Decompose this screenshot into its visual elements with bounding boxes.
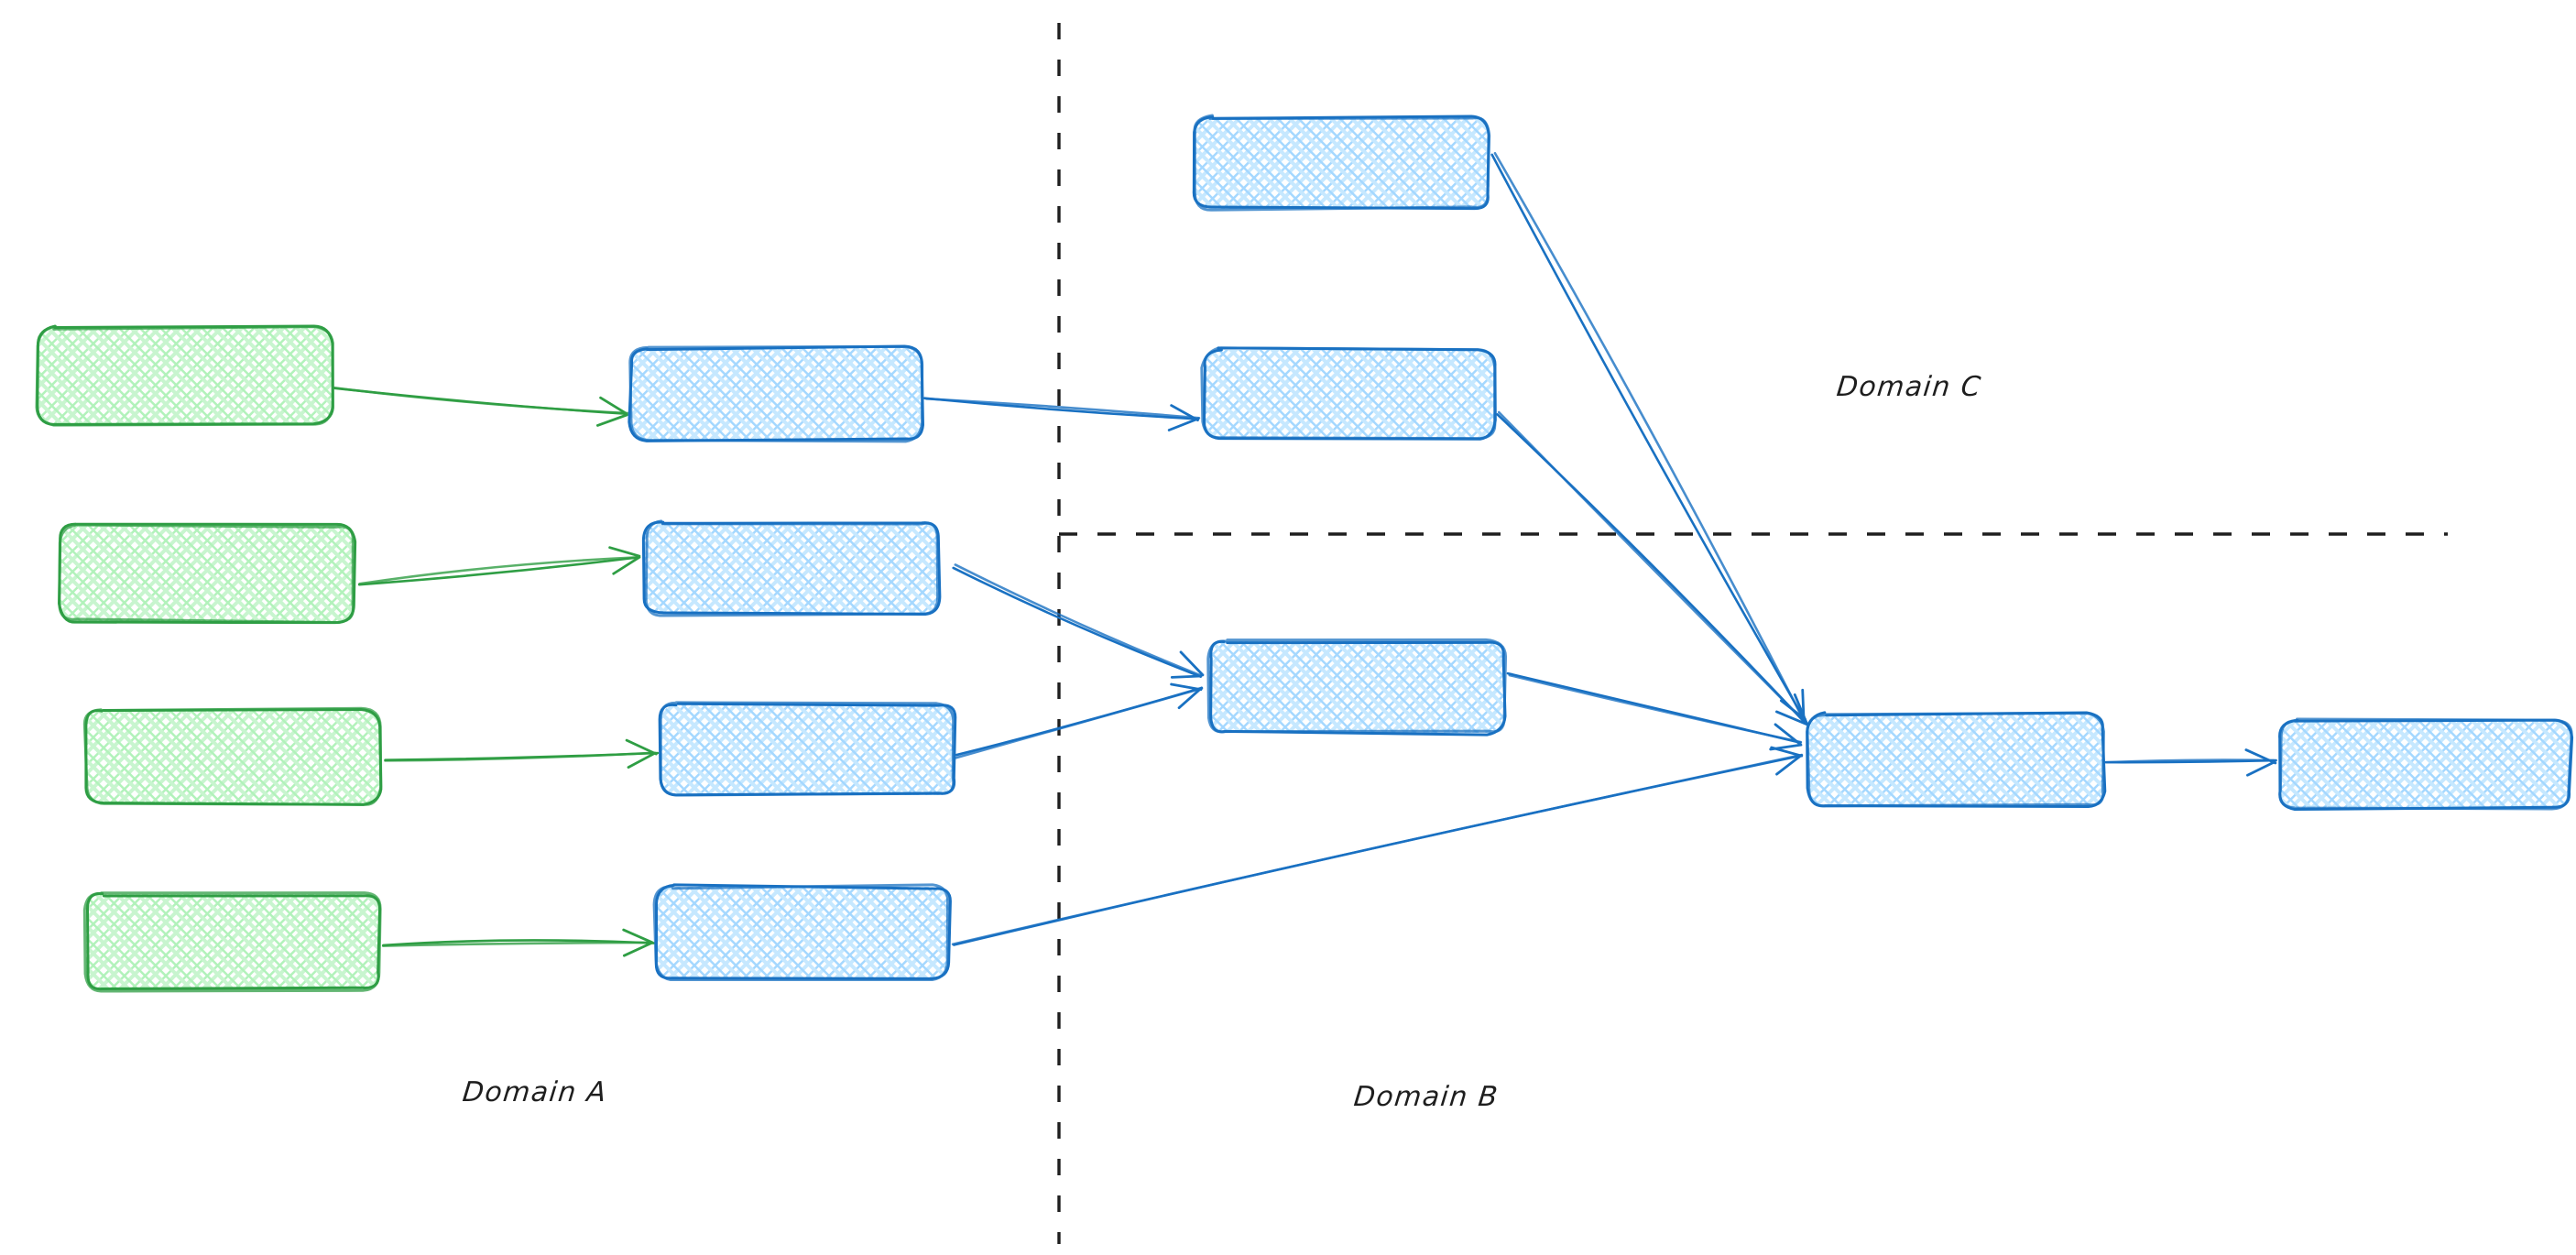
edge-arrowhead bbox=[2244, 748, 2277, 765]
node-fill-b-top bbox=[1195, 117, 1490, 209]
edge-edge-a-source-2-to-a-proc-2 bbox=[357, 546, 641, 586]
edge-edge-b-mid-upper-to-c-hub bbox=[1496, 410, 1808, 726]
edge-line bbox=[953, 687, 1204, 760]
edge-arrowhead bbox=[625, 738, 658, 756]
edge-arrowhead bbox=[1170, 682, 1203, 692]
node-outline-c-output bbox=[2278, 717, 2573, 811]
node-c-output[interactable] bbox=[2278, 717, 2574, 812]
node-fill-a-proc-1 bbox=[630, 348, 922, 440]
node-outline-a-source-2 bbox=[58, 523, 355, 624]
edge-edge-a-proc-2-to-b-center bbox=[952, 563, 1205, 679]
edge-arrowhead bbox=[622, 941, 654, 957]
node-a-source-1[interactable] bbox=[35, 324, 334, 427]
node-outline-b-center bbox=[1206, 638, 1508, 734]
edge-line bbox=[381, 941, 653, 947]
node-fill-a-source-4 bbox=[86, 894, 379, 989]
edge-line bbox=[357, 555, 641, 586]
node-outline-b-top bbox=[1193, 114, 1491, 212]
node-outline-a-proc-1 bbox=[628, 344, 924, 443]
edge-arrowhead bbox=[1769, 743, 1803, 751]
node-fill-a-proc-4 bbox=[656, 887, 949, 978]
edge-line bbox=[384, 751, 656, 762]
node-fill-a-source-2 bbox=[60, 526, 354, 621]
node-fill-a-source-1 bbox=[38, 328, 332, 423]
edge-arrowhead bbox=[1167, 417, 1200, 431]
node-a-source-4[interactable] bbox=[82, 891, 382, 993]
edge-arrowhead bbox=[612, 556, 641, 575]
edge-arrowhead bbox=[1179, 650, 1205, 677]
edge-arrowhead bbox=[608, 546, 641, 558]
divider-layer bbox=[1057, 23, 2448, 1244]
edge-edge-a-source-3-to-a-proc-3 bbox=[384, 738, 660, 769]
node-outline-a-proc-2 bbox=[644, 519, 940, 617]
edge-line bbox=[2105, 758, 2276, 764]
node-outline-b-mid-upper bbox=[1200, 346, 1497, 441]
label-domain-b: Domain B bbox=[1352, 1081, 1501, 1113]
edge-arrowhead bbox=[1775, 754, 1803, 776]
edge-line bbox=[924, 397, 1201, 420]
node-b-top[interactable] bbox=[1192, 114, 1491, 212]
node-outline-a-proc-3 bbox=[659, 701, 955, 797]
edge-line bbox=[358, 555, 640, 585]
node-fill-a-proc-3 bbox=[661, 704, 955, 795]
node-a-source-2[interactable] bbox=[58, 522, 357, 625]
node-a-proc-4[interactable] bbox=[652, 883, 952, 982]
edge-arrowhead bbox=[627, 751, 657, 769]
edge-line bbox=[952, 566, 1202, 678]
node-outline-a-proc-4 bbox=[652, 883, 950, 982]
node-a-source-3[interactable] bbox=[82, 706, 383, 806]
edge-line bbox=[1490, 153, 1806, 722]
edge-edge-a-proc-4-to-c-hub bbox=[951, 746, 1804, 946]
node-fill-a-proc-2 bbox=[645, 522, 938, 614]
edge-arrowhead bbox=[1170, 404, 1199, 422]
node-layer bbox=[35, 114, 2574, 993]
node-a-proc-3[interactable] bbox=[658, 701, 957, 797]
node-fill-b-center bbox=[1209, 641, 1504, 733]
label-domain-c: Domain C bbox=[1835, 371, 1983, 403]
edge-edge-b-top-to-c-hub bbox=[1490, 151, 1806, 723]
node-outline-a-source-3 bbox=[82, 706, 383, 806]
node-c-hub[interactable] bbox=[1806, 711, 2107, 809]
edge-edge-a-source-4-to-a-proc-4 bbox=[381, 928, 656, 957]
edge-arrowhead bbox=[1793, 693, 1808, 725]
edge-arrowhead bbox=[599, 396, 628, 415]
edge-line bbox=[951, 753, 1804, 946]
edge-arrowhead bbox=[1177, 686, 1203, 710]
edge-edge-c-hub-to-c-output bbox=[2104, 748, 2277, 777]
node-a-proc-2[interactable] bbox=[641, 519, 942, 617]
edge-line bbox=[1508, 673, 1803, 744]
edge-line bbox=[1497, 410, 1808, 726]
node-outline-c-hub bbox=[1806, 711, 2105, 808]
edge-arrowhead bbox=[1170, 674, 1203, 679]
edge-edge-b-center-to-c-hub bbox=[1506, 671, 1803, 751]
edge-edge-a-source-1-to-a-proc-1 bbox=[331, 386, 629, 427]
node-outline-a-source-1 bbox=[35, 324, 334, 427]
node-fill-a-source-3 bbox=[86, 709, 379, 804]
node-fill-b-mid-upper bbox=[1204, 350, 1495, 438]
node-a-proc-1[interactable] bbox=[628, 344, 924, 443]
edge-line bbox=[333, 386, 629, 415]
edge-line bbox=[952, 754, 1802, 946]
node-fill-c-hub bbox=[1808, 715, 2103, 806]
edge-line bbox=[954, 563, 1203, 677]
edge-arrowhead bbox=[2246, 760, 2276, 777]
edge-arrowhead bbox=[595, 413, 628, 427]
edge-arrowhead bbox=[622, 928, 654, 944]
label-domain-a: Domain A bbox=[461, 1076, 609, 1108]
node-outline-a-source-4 bbox=[82, 891, 382, 993]
edge-layer bbox=[331, 151, 2277, 957]
node-b-center[interactable] bbox=[1206, 638, 1508, 737]
node-b-mid-upper[interactable] bbox=[1200, 346, 1497, 441]
edge-line bbox=[1493, 151, 1805, 721]
edge-arrowhead bbox=[1774, 723, 1802, 747]
edge-edge-a-proc-3-to-b-center bbox=[953, 682, 1204, 760]
node-fill-c-output bbox=[2279, 720, 2571, 808]
edge-arrowhead bbox=[1775, 710, 1808, 726]
edge-edge-a-proc-1-to-b-mid-upper bbox=[922, 397, 1201, 431]
